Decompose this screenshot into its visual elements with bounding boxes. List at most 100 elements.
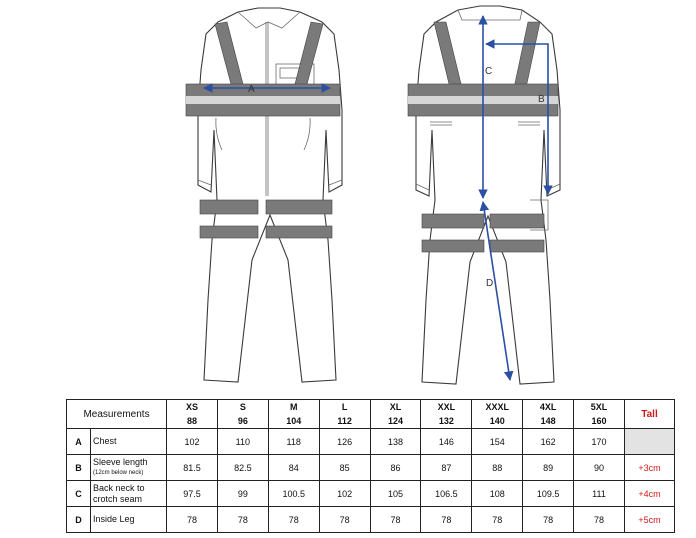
measurement-name: Chest <box>89 428 168 455</box>
size-header: XXL <box>420 399 473 414</box>
measurement-value: 81.5 <box>166 454 218 481</box>
measurement-value: 99 <box>216 480 269 507</box>
size-header: XS <box>166 399 218 414</box>
front-knee-band-left-upper <box>199 199 259 215</box>
back-knee-band-right-upper <box>489 213 545 229</box>
measurement-value: 89 <box>522 454 575 481</box>
measurement-value: 86 <box>369 454 422 481</box>
measurement-value: 97.5 <box>166 480 218 507</box>
chest-ref: 96 <box>216 414 269 429</box>
measurement-value: 78 <box>420 506 473 533</box>
back-neck-crotch-label: C <box>485 66 492 77</box>
back-knee-band-left-lower <box>421 239 485 253</box>
size-header-row: Measurements XS S M L XL XXL XXXL 4XL 5X… <box>65 399 675 429</box>
measurement-value: 162 <box>522 428 575 455</box>
tall-adjustment <box>624 428 675 455</box>
chest-ref: 88 <box>166 414 218 429</box>
measurement-value: 110 <box>216 428 269 455</box>
size-header: 5XL <box>573 399 625 414</box>
measurement-value: 78 <box>471 506 524 533</box>
measurement-value: 78 <box>369 506 422 533</box>
front-pocket-left <box>215 117 223 151</box>
back-knee-band-right-lower <box>489 239 545 253</box>
coverall-back-view: C B D <box>407 5 561 385</box>
front-body-outline <box>197 7 343 383</box>
size-chart-table: Measurements XS S M L XL XXL XXXL 4XL 5X… <box>65 399 675 533</box>
measurement-value: 154 <box>471 428 524 455</box>
front-knee-band-right-lower <box>265 225 333 239</box>
front-cuffs <box>197 179 343 186</box>
size-header: L <box>318 399 371 414</box>
measurement-name: Back neck to crotch seam <box>89 480 168 507</box>
measurement-value: 118 <box>267 428 320 455</box>
front-pocket-right <box>303 117 311 151</box>
measurement-value: 102 <box>166 428 218 455</box>
tall-adjustment: +4cm <box>624 480 675 507</box>
measurement-value: 78 <box>522 506 575 533</box>
measurement-note: (12cm below neck) <box>93 469 144 476</box>
measurement-key: B <box>66 454 91 481</box>
tall-adjustment: +5cm <box>624 506 675 533</box>
measurement-value: 78 <box>216 506 269 533</box>
measurement-value: 78 <box>318 506 371 533</box>
chest-ref: 160 <box>573 414 625 429</box>
measurement-value: 170 <box>573 428 625 455</box>
measurement-value: 84 <box>267 454 320 481</box>
chest-arrow-label: A <box>248 84 255 95</box>
measurement-name: Sleeve length(12cm below neck) <box>89 454 168 481</box>
tall-adjustment: +3cm <box>624 454 675 481</box>
chest-ref: 140 <box>471 414 524 429</box>
sleeve-arrow-label: B <box>538 94 545 105</box>
back-elastic-left <box>430 121 452 126</box>
sleeve-arrow <box>485 39 553 195</box>
inside-leg-arrow <box>479 201 514 381</box>
chest-ref: 104 <box>267 414 320 429</box>
measurement-value: 106.5 <box>420 480 473 507</box>
measurement-value: 88 <box>471 454 524 481</box>
back-hip-pocket <box>530 199 549 231</box>
measurement-key: D <box>66 506 91 533</box>
measurement-key: A <box>66 428 91 455</box>
measurement-value: 85 <box>318 454 371 481</box>
inside-leg-label: D <box>486 278 493 289</box>
coverall-front-view: A <box>185 7 343 383</box>
measurement-key: C <box>66 480 91 507</box>
measurement-value: 102 <box>318 480 371 507</box>
measurement-value: 100.5 <box>267 480 320 507</box>
chest-ref: 112 <box>318 414 371 429</box>
measurement-value: 87 <box>420 454 473 481</box>
back-body-outline <box>415 5 561 385</box>
front-knee-band-right-upper <box>265 199 333 215</box>
measurement-value: 109.5 <box>522 480 575 507</box>
coverall-diagram: A C B D <box>185 5 561 385</box>
measurements-heading: Measurements <box>65 399 168 429</box>
measurement-value: 82.5 <box>216 454 269 481</box>
tall-heading: Tall <box>624 399 675 429</box>
measurement-value: 78 <box>573 506 625 533</box>
chest-ref: 148 <box>522 414 575 429</box>
measurement-value: 105 <box>369 480 422 507</box>
back-yoke <box>457 9 523 21</box>
measurement-value: 90 <box>573 454 625 481</box>
front-knee-band-left-lower <box>199 225 259 239</box>
size-header: S <box>216 399 269 414</box>
measurement-value: 78 <box>166 506 218 533</box>
measurement-value: 78 <box>267 506 320 533</box>
measurement-value: 111 <box>573 480 625 507</box>
measurement-value: 146 <box>420 428 473 455</box>
measurement-value: 108 <box>471 480 524 507</box>
measurement-value: 138 <box>369 428 422 455</box>
size-header: 4XL <box>522 399 575 414</box>
size-header: XL <box>369 399 422 414</box>
measurement-name: Inside Leg <box>89 506 168 533</box>
size-header: XXXL <box>471 399 524 414</box>
measurement-value: 126 <box>318 428 371 455</box>
back-knee-band-left-upper <box>421 213 485 229</box>
chest-ref: 132 <box>420 414 473 429</box>
chest-ref: 124 <box>369 414 422 429</box>
size-header: M <box>267 399 320 414</box>
